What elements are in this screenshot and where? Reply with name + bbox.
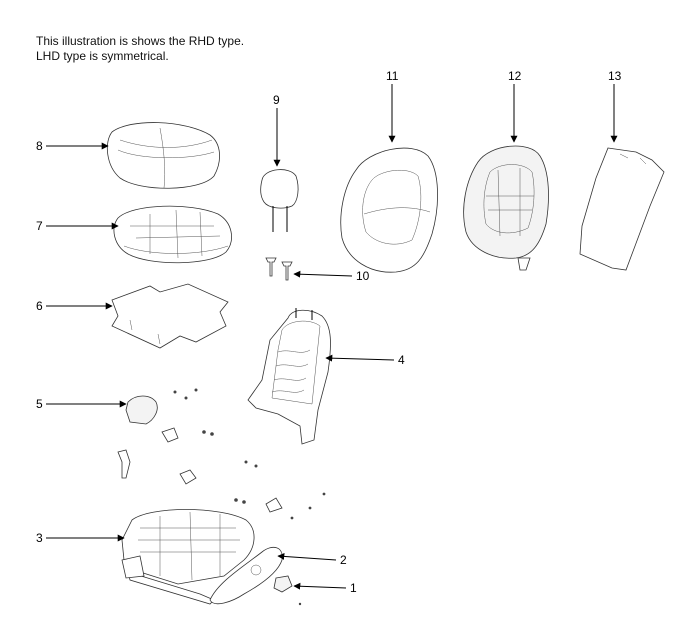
small-hardware [117, 388, 326, 606]
illustration-note: This illustration is shows the RHD type.… [36, 34, 244, 64]
part-seat-cushion-frame [121, 509, 255, 605]
part-seat-cushion-cover [106, 122, 220, 189]
callout-2: 2 [340, 553, 347, 567]
note-line-1: This illustration is shows the RHD type. [36, 34, 245, 48]
callout-7: 7 [36, 219, 43, 233]
leader-lines [46, 84, 618, 590]
part-seat-cushion-mat [111, 283, 229, 349]
part-seat-cushion-pad [113, 205, 232, 264]
part-seatback-frame [247, 308, 331, 445]
note-line-2: LHD type is symmetrical. [36, 49, 169, 63]
part-knob [273, 575, 293, 593]
part-side-shield [209, 546, 283, 605]
part-seatback-cover [340, 147, 438, 273]
callout-6: 6 [36, 299, 43, 313]
callout-8: 8 [36, 139, 43, 153]
part-headrest [260, 169, 299, 232]
part-seatback-pad [463, 145, 549, 271]
part-headrest-guides [265, 257, 293, 281]
callout-1: 1 [350, 581, 357, 595]
callout-10: 10 [356, 269, 370, 283]
callout-numbers: 8 7 6 5 3 9 10 4 11 12 13 2 1 [36, 69, 622, 595]
part-seatback-board [579, 147, 665, 271]
callout-3: 3 [36, 531, 43, 545]
callout-11: 11 [386, 69, 399, 83]
callout-5: 5 [36, 397, 43, 411]
callout-9: 9 [273, 93, 280, 107]
callout-13: 13 [608, 69, 622, 83]
callout-4: 4 [398, 353, 405, 367]
callout-12: 12 [508, 69, 522, 83]
part-recliner-cover [125, 395, 158, 425]
